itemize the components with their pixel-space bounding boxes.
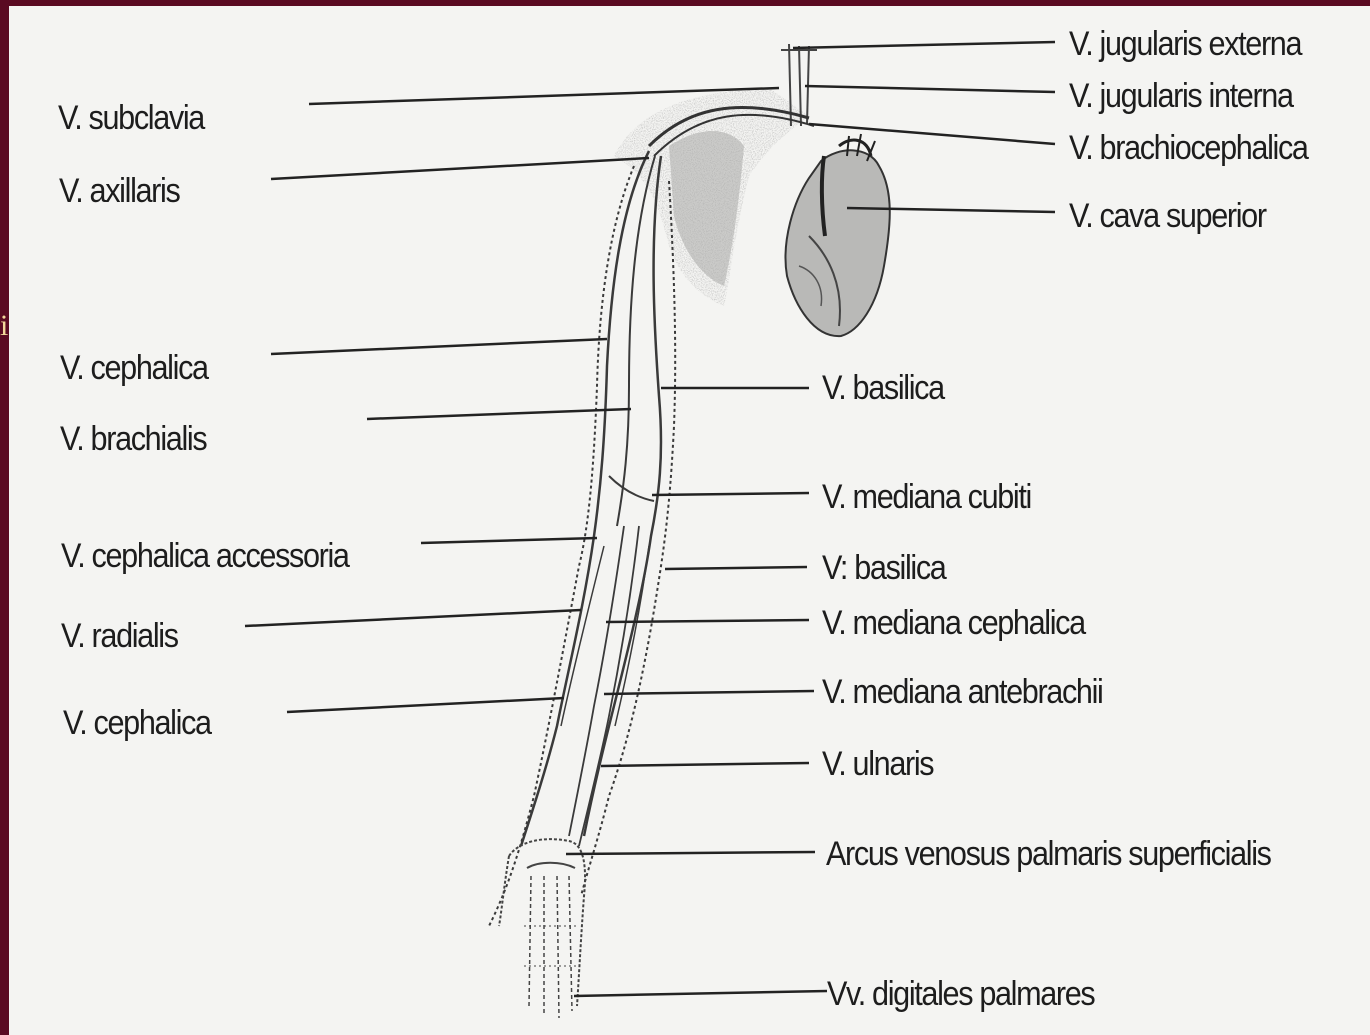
label-vv-digitales: Vv. digitales palmares bbox=[827, 974, 1094, 1014]
label-v-cava-superior: V. cava superior bbox=[1069, 196, 1266, 236]
label-v-mediana-cephalica: V. mediana cephalica bbox=[822, 603, 1085, 643]
label-v-cephalica-accessoria: V. cephalica accessoria bbox=[61, 536, 349, 576]
scanned-diagram: V. subclavia V. axillaris V. cephalica V… bbox=[9, 6, 1370, 1035]
label-v-mediana-antebrachii: V. mediana antebrachii bbox=[822, 672, 1102, 712]
label-v-axillaris: V. axillaris bbox=[59, 171, 179, 211]
label-v-basilica-upper: V. basilica bbox=[822, 368, 944, 408]
label-v-brachialis: V. brachialis bbox=[60, 419, 206, 459]
label-v-brachiocephalica: V. brachiocephalica bbox=[1069, 128, 1308, 168]
label-v-basilica-lower: V: basilica bbox=[822, 548, 945, 588]
heart-illustration bbox=[786, 134, 890, 336]
label-v-cephalica-lower: V. cephalica bbox=[63, 703, 211, 743]
label-v-cephalica-upper: V. cephalica bbox=[60, 348, 208, 388]
label-v-jugularis-externa: V. jugularis externa bbox=[1069, 24, 1301, 64]
label-arcus-venosus: Arcus venosus palmaris superficialis bbox=[826, 834, 1271, 874]
label-v-jugularis-interna: V. jugularis interna bbox=[1069, 76, 1293, 116]
label-v-subclavia: V. subclavia bbox=[58, 98, 204, 138]
label-v-radialis: V. radialis bbox=[61, 616, 178, 656]
label-v-ulnaris: V. ulnaris bbox=[822, 744, 933, 784]
label-v-mediana-cubiti: V. mediana cubiti bbox=[822, 477, 1031, 517]
hand-illustration bbox=[499, 839, 585, 1018]
